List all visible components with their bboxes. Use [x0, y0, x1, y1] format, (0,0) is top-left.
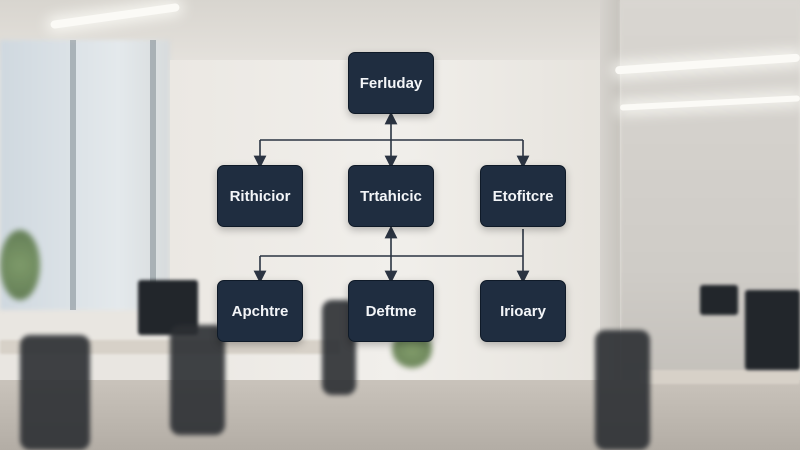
node-mid-left: Rithicior	[217, 165, 303, 227]
floor	[0, 380, 800, 450]
node-bottom-left: Apchtre	[217, 280, 303, 342]
office-chair	[170, 325, 225, 435]
office-chair	[20, 335, 90, 450]
monitor	[700, 285, 738, 315]
node-mid-center: Trtahicic	[348, 165, 434, 227]
window-frame	[70, 40, 76, 310]
monitor	[745, 290, 800, 370]
window-frame	[150, 40, 156, 310]
plant	[0, 230, 40, 300]
desk	[640, 370, 800, 384]
node-bottom-center: Deftme	[348, 280, 434, 342]
node-bottom-right: Irioary	[480, 280, 566, 342]
office-chair	[595, 330, 650, 450]
node-mid-right: Etofitcre	[480, 165, 566, 227]
node-top: Ferluday	[348, 52, 434, 114]
